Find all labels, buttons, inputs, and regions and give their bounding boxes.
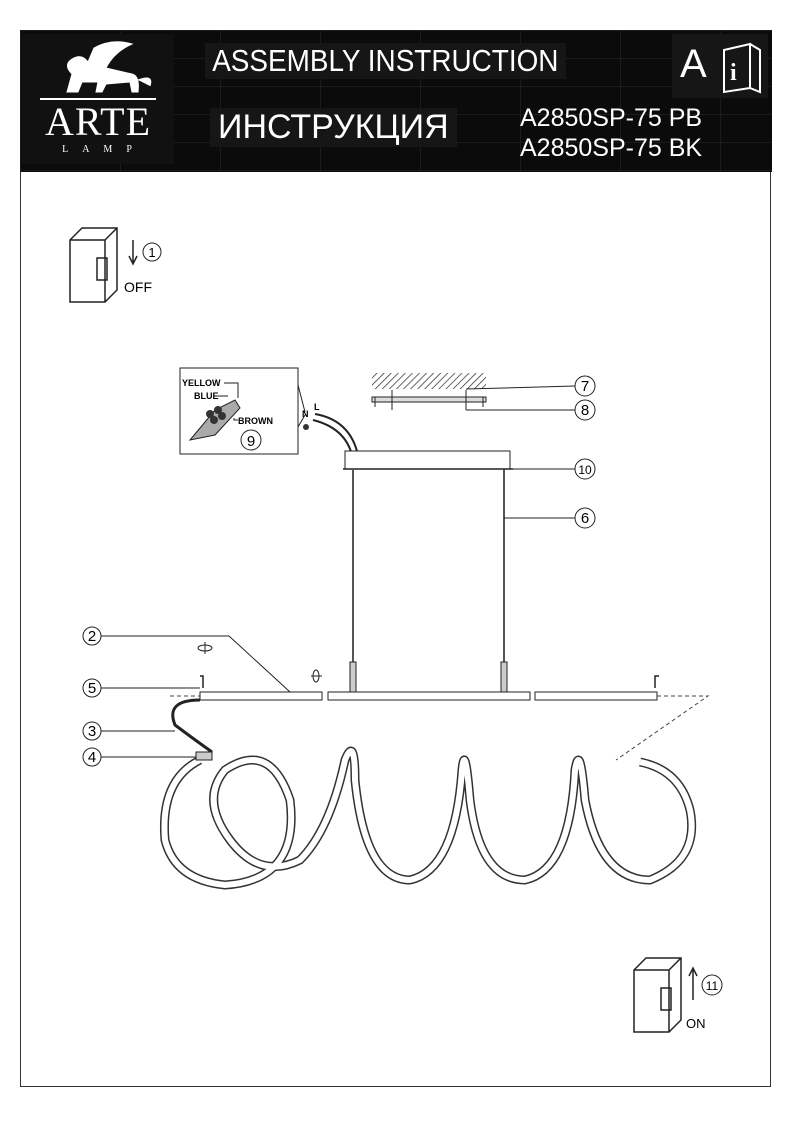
lamp-bars — [199, 691, 658, 701]
callout-8: 8 — [574, 399, 596, 421]
svg-text:i: i — [730, 60, 737, 86]
mounting-bracket — [371, 390, 487, 410]
callout-4: 4 — [82, 747, 102, 767]
title-english: ASSEMBLY INSTRUCTION — [205, 43, 566, 79]
svg-text:4: 4 — [88, 749, 96, 766]
svg-text:YELLOW: YELLOW — [182, 378, 221, 388]
connector — [195, 751, 213, 761]
ground-icon — [303, 424, 309, 430]
svg-text:3: 3 — [88, 723, 96, 740]
callout-6: 6 — [574, 507, 596, 529]
svg-text:2: 2 — [88, 628, 96, 645]
brand-sub: LAMP — [62, 144, 146, 155]
callout-11: 11 — [701, 974, 723, 996]
callout-2: 2 — [82, 626, 102, 646]
svg-text:8: 8 — [581, 402, 589, 419]
brand-name: ARTE — [44, 99, 152, 144]
callout-1: 1 — [142, 242, 162, 262]
svg-text:BLUE: BLUE — [194, 391, 219, 401]
svg-text:BROWN: BROWN — [238, 416, 273, 426]
rotate-arrows-icon — [197, 642, 322, 683]
svg-text:1: 1 — [148, 245, 155, 260]
callout-5: 5 — [82, 678, 102, 698]
canopy — [344, 450, 511, 470]
power-cable — [312, 413, 359, 456]
griffin-logo-icon — [66, 41, 152, 93]
svg-text:9: 9 — [247, 433, 255, 450]
model-number-pb: A2850SP-75 PB — [520, 104, 703, 132]
on-label: ON — [686, 1016, 706, 1031]
wall-switch-on-icon — [633, 957, 698, 1033]
neutral-label: N — [302, 409, 309, 419]
title-russian: ИНСТРУКЦИЯ — [210, 108, 457, 147]
model-number-bk: A2850SP-75 BK — [520, 134, 703, 162]
svg-text:11: 11 — [706, 979, 719, 993]
svg-text:7: 7 — [581, 378, 589, 395]
ceiling-hatch — [372, 373, 486, 389]
svg-text:5: 5 — [88, 680, 96, 697]
callout-10: 10 — [574, 458, 596, 480]
off-label: OFF — [124, 279, 152, 295]
manual-book-icon: i — [723, 42, 761, 94]
callout-3: 3 — [82, 721, 102, 741]
wall-switch-off-icon — [69, 227, 138, 303]
info-badge: A i — [672, 34, 768, 98]
wiring-inset: YELLOW BLUE BROWN 9 — [179, 367, 306, 455]
brand-logo: ARTE LAMP — [22, 34, 174, 164]
suspension-cables — [352, 469, 505, 662]
connector-wire — [171, 698, 213, 754]
svg-text:6: 6 — [581, 510, 589, 527]
callout-7: 7 — [574, 375, 596, 397]
live-label: L — [314, 402, 320, 412]
badge-letter: A — [680, 42, 707, 86]
svg-text:10: 10 — [578, 463, 592, 477]
